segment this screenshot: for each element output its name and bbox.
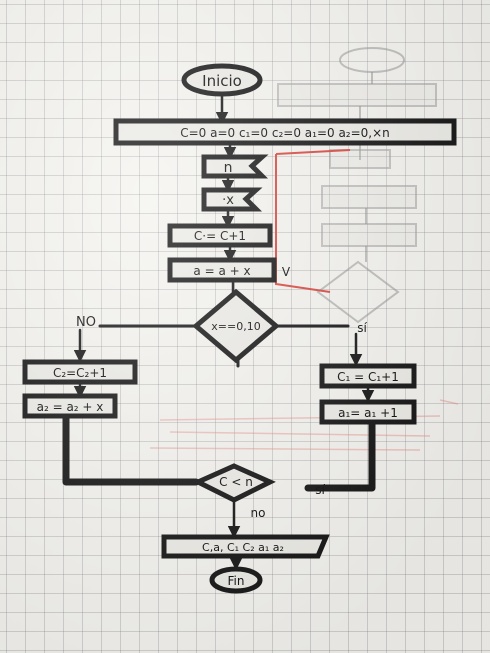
input-x-label: ·x bbox=[222, 193, 234, 208]
end-terminal bbox=[209, 566, 263, 594]
accumulate-a-process bbox=[167, 257, 277, 283]
left-increment-c2 bbox=[22, 359, 138, 385]
right-accumulate-a1-label: a₁= a₁ +1 bbox=[338, 406, 398, 420]
right-accumulate-a1 bbox=[319, 399, 417, 425]
start-terminal bbox=[181, 63, 263, 97]
left-increment-c2-label: C₂=C₂+1 bbox=[53, 366, 107, 380]
init-process bbox=[113, 118, 457, 146]
output-results-label: C,a, C₁ C₂ a₁ a₂ bbox=[202, 541, 284, 554]
v-mark-label: V bbox=[282, 265, 291, 279]
branch-connectors bbox=[62, 324, 376, 571]
left-accumulate-a2 bbox=[22, 393, 118, 419]
no-branch-label: NO bbox=[76, 315, 96, 330]
red-connector bbox=[275, 154, 331, 293]
red-connector-top bbox=[275, 149, 351, 155]
si-branch-label: sí bbox=[357, 321, 367, 335]
input-n bbox=[201, 154, 269, 179]
input-n-label: n bbox=[224, 160, 233, 176]
left-accumulate-a2-label: a₂ = a₂ + x bbox=[37, 400, 104, 414]
start-label: Inicio bbox=[202, 72, 242, 90]
end-label: Fin bbox=[228, 574, 245, 588]
output-results bbox=[161, 534, 330, 559]
decision-x-label: x==0,10 bbox=[211, 320, 260, 333]
loop-si-label: sí bbox=[315, 483, 325, 497]
erased-sketch bbox=[277, 47, 437, 324]
accumulate-a-label: a = a + x bbox=[193, 264, 250, 278]
loop-no-label: no bbox=[251, 506, 266, 520]
decision-loop bbox=[192, 463, 276, 503]
increment-c-process bbox=[167, 223, 273, 248]
increment-c-label: C·= C+1 bbox=[194, 229, 246, 243]
decision-x bbox=[192, 288, 280, 364]
right-increment-c1 bbox=[319, 363, 417, 389]
input-x bbox=[201, 187, 263, 212]
init-label: C=0 a=0 c₁=0 c₂=0 a₁=0 a₂=0,×n bbox=[180, 126, 390, 140]
right-increment-c1-label: C₁ = C₁+1 bbox=[337, 370, 399, 384]
decision-loop-label: C < n bbox=[219, 475, 253, 489]
